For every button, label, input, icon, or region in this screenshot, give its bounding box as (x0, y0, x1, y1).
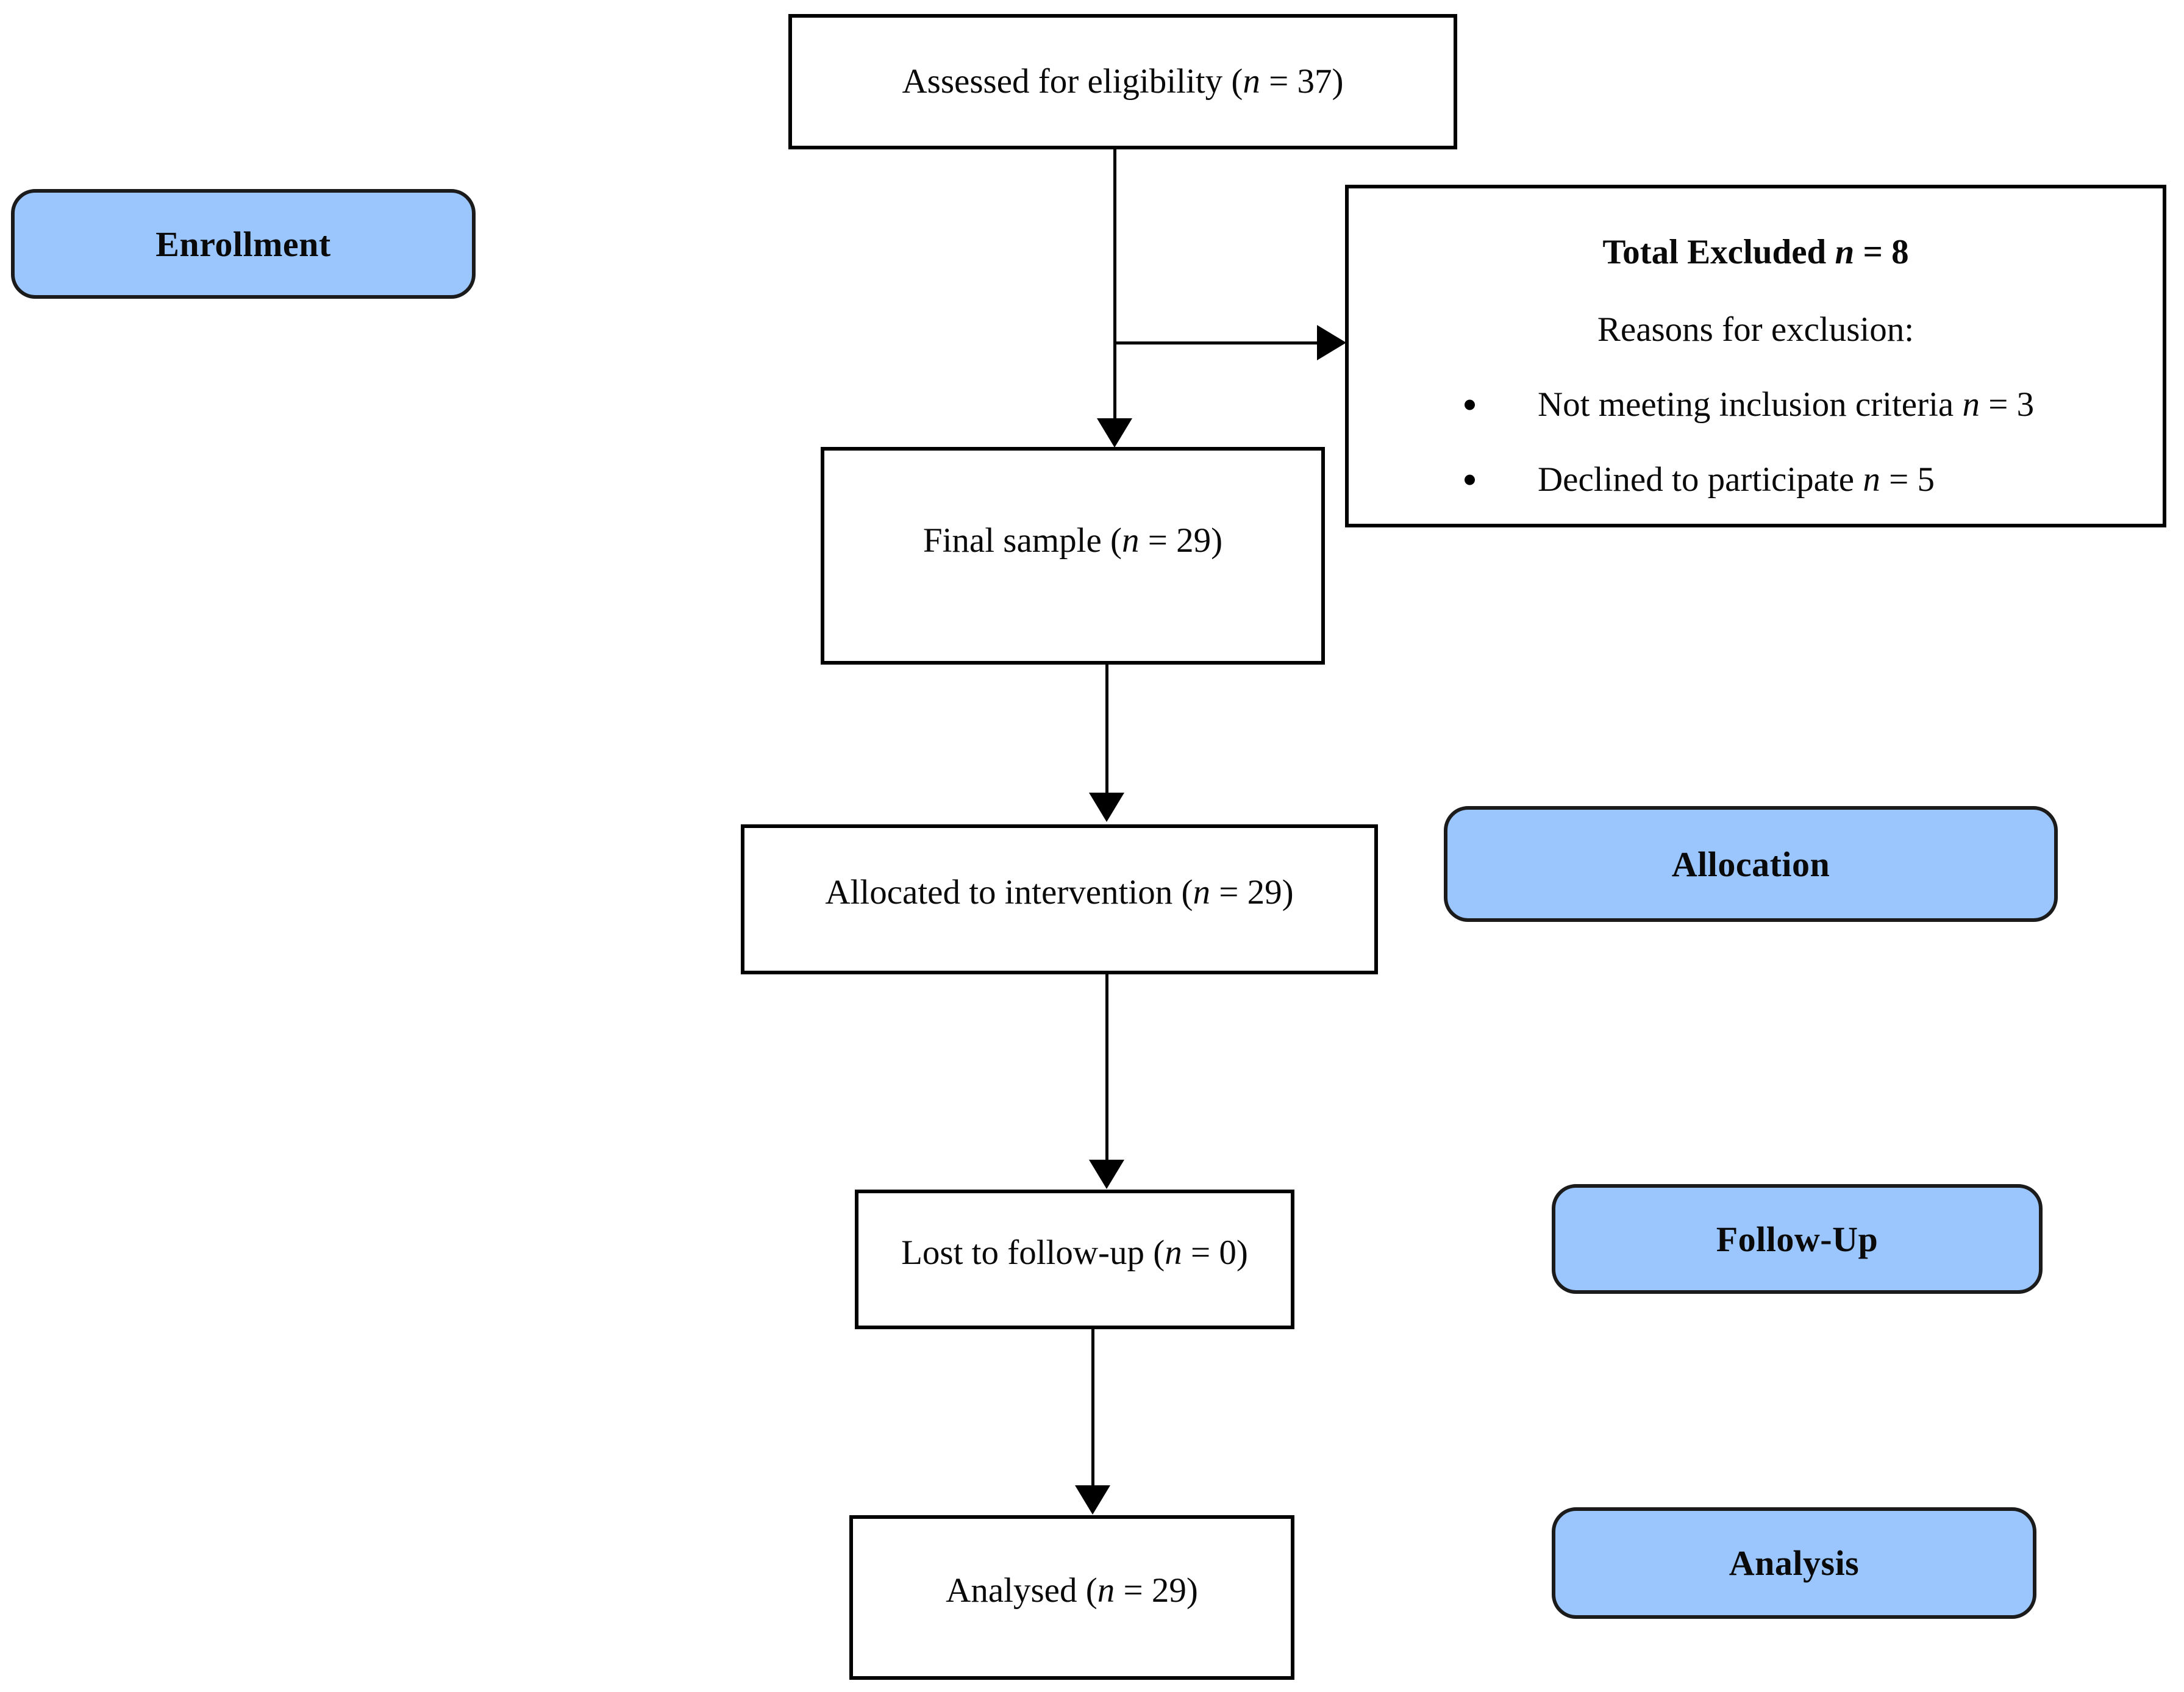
node-analysed-label: Analysed (n = 29) (946, 1571, 1198, 1610)
node-allocated-to-intervention: Allocated to intervention (n = 29) (741, 824, 1378, 974)
connector-lost-arrowhead (1089, 1160, 1124, 1189)
connector-allocated-arrowhead (1089, 793, 1124, 822)
connector-analysed-arrowhead (1075, 1485, 1110, 1515)
connector-final-to-allocated (1105, 663, 1108, 795)
excluded-subtitle: Reasons for exclusion: (1597, 310, 1915, 349)
node-analysed: Analysed (n = 29) (849, 1515, 1294, 1680)
node-allocated-label: Allocated to intervention (n = 29) (825, 873, 1294, 912)
stage-badge-followup: Follow-Up (1552, 1184, 2043, 1294)
excluded-reasons-list: Not meeting inclusion criteria n = 3 Dec… (1373, 385, 2138, 499)
node-final-sample: Final sample (n = 29) (821, 447, 1325, 665)
stage-badge-analysis: Analysis (1552, 1507, 2036, 1619)
connector-assessed-trunk (1113, 148, 1116, 423)
excluded-reason-item: Declined to participate n = 5 (1373, 460, 2138, 499)
node-assessed-for-eligibility: Assessed for eligibility (n = 37) (788, 14, 1457, 149)
bullet-icon (1465, 399, 1475, 410)
connector-allocated-to-lost (1105, 973, 1108, 1162)
stage-label-allocation: Allocation (1671, 844, 1830, 884)
connector-lost-to-analysed (1091, 1328, 1094, 1488)
connector-final-sample-arrowhead (1097, 418, 1132, 448)
connector-excluded-branch (1113, 341, 1319, 344)
node-total-excluded: Total Excluded n = 8 Reasons for exclusi… (1345, 185, 2166, 527)
stage-badge-enrollment: Enrollment (11, 189, 476, 299)
bullet-icon (1465, 474, 1475, 485)
node-assessed-label: Assessed for eligibility (n = 37) (902, 62, 1344, 101)
stage-label-followup: Follow-Up (1716, 1219, 1879, 1259)
stage-badge-allocation: Allocation (1444, 806, 2058, 922)
stage-label-analysis: Analysis (1729, 1543, 1860, 1583)
excluded-reason-item: Not meeting inclusion criteria n = 3 (1373, 385, 2138, 424)
node-lost-to-followup: Lost to follow-up (n = 0) (855, 1190, 1294, 1329)
connector-excluded-arrowhead (1317, 325, 1346, 360)
excluded-title: Total Excluded n = 8 (1602, 233, 1909, 271)
node-final-sample-label: Final sample (n = 29) (922, 521, 1223, 560)
stage-label-enrollment: Enrollment (155, 224, 331, 264)
node-lost-label: Lost to follow-up (n = 0) (901, 1233, 1248, 1272)
